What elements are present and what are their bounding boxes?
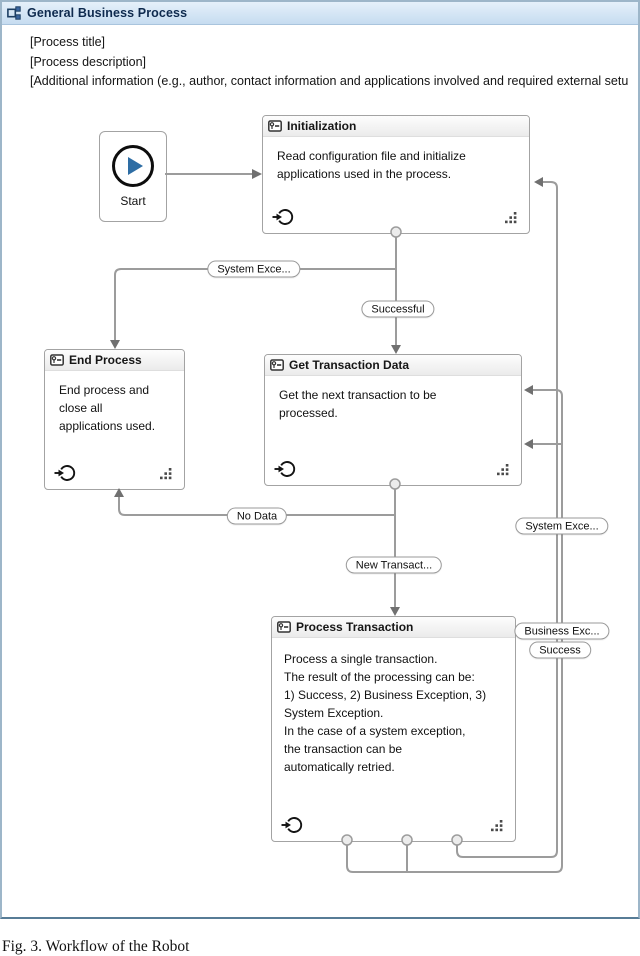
arrowhead <box>252 169 262 179</box>
state-entry-icon <box>281 816 303 834</box>
state-icon <box>268 120 282 132</box>
play-triangle-icon <box>127 157 143 175</box>
state-header: Get Transaction Data <box>265 355 521 376</box>
state-title: Process Transaction <box>296 620 414 634</box>
state-end-process[interactable]: End Process End process and close all ap… <box>44 349 185 490</box>
figure-caption: Fig. 3. Workflow of the Robot <box>2 938 190 955</box>
transition-label-business-exception[interactable]: Business Exc... <box>514 622 610 640</box>
state-icon <box>277 621 291 633</box>
state-header: Initialization <box>263 116 529 137</box>
workflow-title: General Business Process <box>27 6 188 20</box>
state-entry-icon <box>272 208 294 226</box>
arrowhead <box>524 439 533 449</box>
arrowhead <box>110 340 120 349</box>
state-get-transaction-data[interactable]: Get Transaction Data Get the next transa… <box>264 354 522 486</box>
workflow-designer-panel: General Business Process [Process title]… <box>0 0 640 919</box>
arrowhead <box>391 345 401 354</box>
process-description-placeholder: [Process description] <box>30 54 147 69</box>
state-icon <box>50 354 64 366</box>
expand-dots-icon[interactable] <box>491 820 503 832</box>
transition-label-new-transaction[interactable]: New Transact... <box>345 556 443 574</box>
connector-system-exception-to-end <box>114 268 396 340</box>
state-title: End Process <box>69 353 142 367</box>
arrowhead <box>534 177 543 187</box>
state-description: Read configuration file and initialize a… <box>277 149 466 181</box>
process-annotations: [Process title] [Process description] [A… <box>30 33 628 92</box>
start-node-label: Start <box>120 194 146 208</box>
workflow-titlebar: General Business Process <box>2 2 638 25</box>
state-title: Get Transaction Data <box>289 358 410 372</box>
state-entry-icon <box>54 464 76 482</box>
additional-info-placeholder: [Additional information (e.g., author, c… <box>30 74 629 88</box>
state-header: End Process <box>45 350 184 371</box>
state-header: Process Transaction <box>272 617 515 638</box>
state-description: Process a single transaction. The result… <box>284 652 487 774</box>
state-entry-icon <box>274 460 296 478</box>
transition-label-system-exception[interactable]: System Exce... <box>207 260 301 278</box>
state-description: End process and close all applications u… <box>59 383 156 433</box>
transition-label-success[interactable]: Success <box>529 641 591 659</box>
play-icon <box>112 145 154 187</box>
state-title: Initialization <box>287 119 357 133</box>
state-description: Get the next transaction to be processed… <box>279 388 437 420</box>
state-icon <box>270 359 284 371</box>
expand-dots-icon[interactable] <box>505 212 517 224</box>
transition-label-system-exception-retry[interactable]: System Exce... <box>515 517 609 535</box>
state-initialization[interactable]: Initialization Read configuration file a… <box>262 115 530 234</box>
expand-dots-icon[interactable] <box>160 468 172 480</box>
arrowhead <box>390 607 400 616</box>
arrowhead <box>524 385 533 395</box>
state-process-transaction[interactable]: Process Transaction Process a single tra… <box>271 616 516 842</box>
expand-dots-icon[interactable] <box>497 464 509 476</box>
transition-label-no-data[interactable]: No Data <box>226 507 288 525</box>
flowchart-icon <box>7 6 21 20</box>
process-title-placeholder: [Process title] <box>30 35 106 49</box>
transition-label-successful[interactable]: Successful <box>361 300 435 318</box>
start-node[interactable]: Start <box>99 131 167 222</box>
